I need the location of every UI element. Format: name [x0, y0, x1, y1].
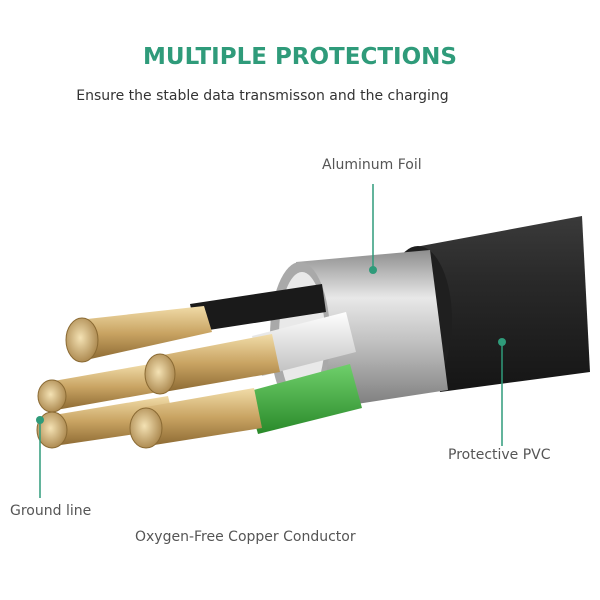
page-subtitle: Ensure the stable data transmisson and t…	[76, 88, 449, 104]
callout-ground-line	[36, 416, 44, 498]
green-wire	[246, 364, 362, 434]
ground-line-label: Ground line	[10, 503, 92, 519]
copper-conductor-label: Oxygen-Free Copper Conductor	[135, 529, 356, 545]
callout-aluminum-foil	[369, 184, 377, 274]
copper-conductors	[36, 306, 280, 449]
white-wire	[252, 312, 356, 376]
callout-protective-pvc	[498, 338, 506, 446]
aluminum-foil-label: Aluminum Foil	[322, 157, 422, 173]
protective-pvc-label: Protective PVC	[448, 447, 551, 463]
page-title: MULTIPLE PROTECTIONS	[143, 44, 457, 70]
black-wire	[190, 284, 326, 332]
